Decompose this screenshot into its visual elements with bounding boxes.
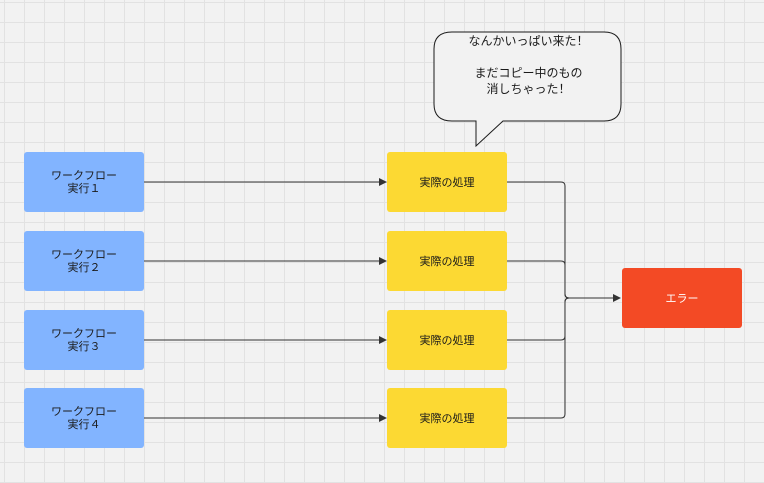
workflow-node-4[interactable]: ワークフロー 実行４ [24, 388, 144, 448]
workflow-node-sublabel: 実行３ [67, 340, 101, 353]
error-node[interactable]: エラー [622, 268, 742, 328]
connector-process-3 [507, 297, 570, 341]
process-node-label: 実際の処理 [419, 254, 475, 268]
workflow-node-sublabel: 実行４ [67, 418, 101, 431]
workflow-node-1[interactable]: ワークフロー 実行１ [24, 152, 144, 212]
workflow-node-label: ワークフロー [51, 405, 117, 418]
process-node-2[interactable]: 実際の処理 [387, 231, 507, 291]
workflow-node-label: ワークフロー [51, 248, 117, 261]
connector-process-4 [507, 297, 570, 419]
workflow-node-label: ワークフロー [51, 169, 117, 182]
process-node-label: 実際の処理 [419, 175, 475, 189]
process-node-label: 実際の処理 [419, 333, 475, 347]
callout-bubble [433, 31, 622, 148]
workflow-node-2[interactable]: ワークフロー 実行２ [24, 231, 144, 291]
workflow-node-sublabel: 実行２ [67, 261, 101, 274]
error-node-label: エラー [665, 291, 699, 305]
connector-process-1 [507, 181, 621, 302]
process-node-1[interactable]: 実際の処理 [387, 152, 507, 212]
workflow-node-label: ワークフロー [51, 327, 117, 340]
process-node-label: 実際の処理 [419, 411, 475, 425]
workflow-node-3[interactable]: ワークフロー 実行３ [24, 310, 144, 370]
process-node-4[interactable]: 実際の処理 [387, 388, 507, 448]
callout-text: なんかいっぱい来た！ まだコピー中のもの 消しちゃった！ [468, 34, 589, 96]
connector-process-2 [507, 260, 570, 299]
workflow-node-sublabel: 実行１ [67, 182, 101, 195]
process-node-3[interactable]: 実際の処理 [387, 310, 507, 370]
